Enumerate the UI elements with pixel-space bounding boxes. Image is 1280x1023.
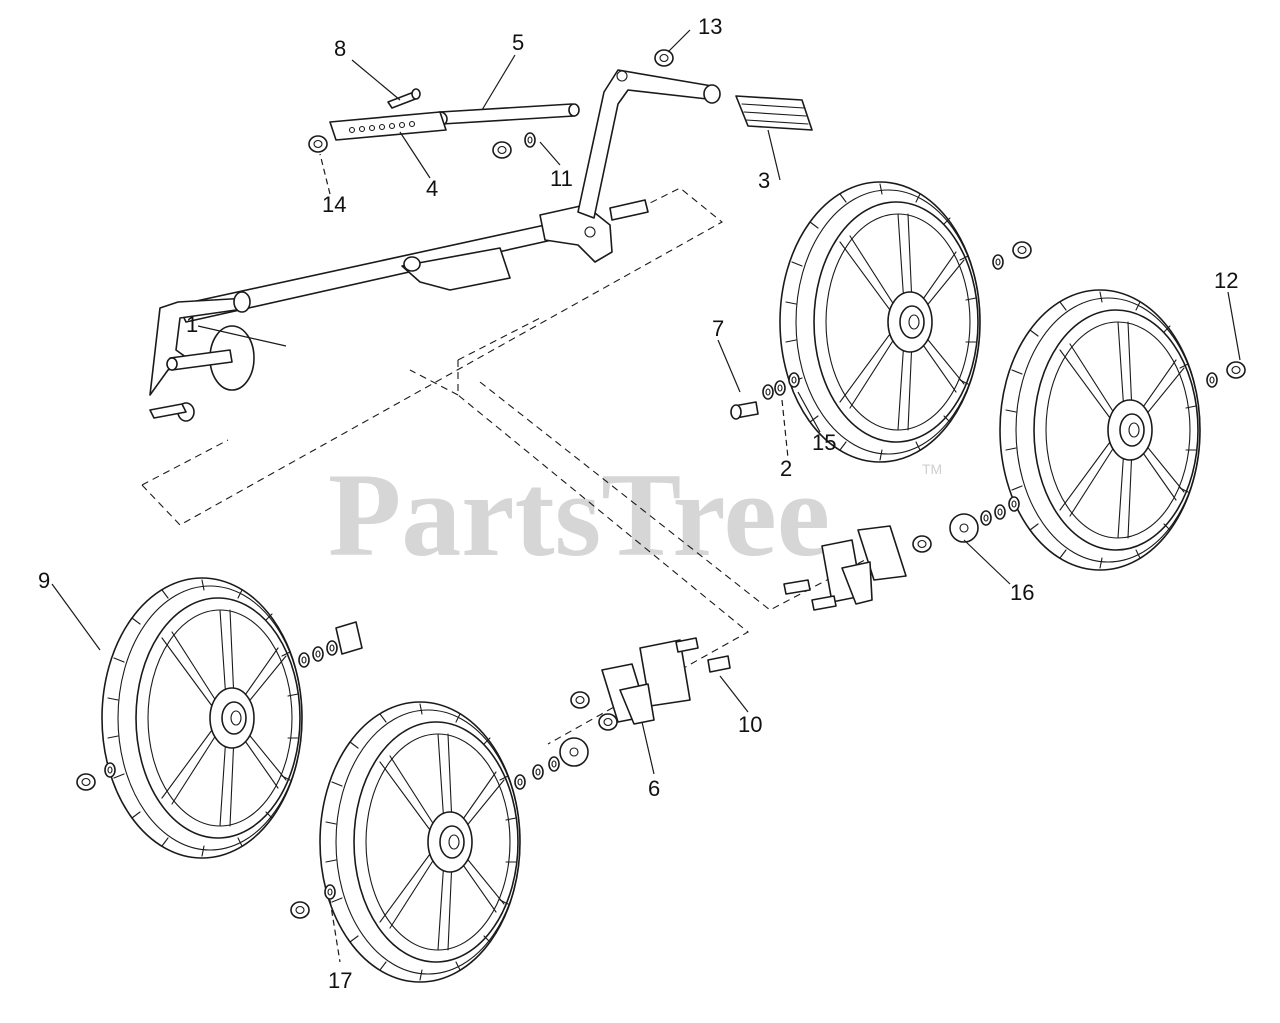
callouts: 1 2 3 4 5 6 7 8 9 10 11 12 13 14 15 16 1… xyxy=(38,14,1238,993)
nut-11a xyxy=(492,141,512,159)
spacer-16 xyxy=(912,496,1020,553)
callout-16: 16 xyxy=(1010,580,1034,605)
callout-11: 11 xyxy=(550,166,573,191)
callout-14: 14 xyxy=(322,192,346,217)
nut-12 xyxy=(1226,361,1246,379)
callout-10: 10 xyxy=(738,712,762,737)
link-rod xyxy=(432,103,580,127)
callout-5: 5 xyxy=(512,30,524,55)
callout-13: 13 xyxy=(698,14,722,39)
bracket-upper-right xyxy=(783,525,907,611)
callout-3: 3 xyxy=(758,168,770,193)
watermark-trademark: TM xyxy=(922,461,942,477)
lever-grip xyxy=(735,95,813,131)
axle-assembly xyxy=(149,199,649,422)
nut-14 xyxy=(308,135,328,153)
wheel-rear-upper xyxy=(779,181,981,463)
callout-4: 4 xyxy=(426,176,438,201)
callout-9: 9 xyxy=(38,568,50,593)
dashed-frame xyxy=(141,187,881,745)
bracket-6 xyxy=(570,637,731,731)
callout-12: 12 xyxy=(1214,268,1238,293)
bolt-8 xyxy=(387,88,421,109)
callout-6: 6 xyxy=(648,776,660,801)
callout-2: 2 xyxy=(780,456,792,481)
wheel-front-right xyxy=(319,701,521,983)
callout-17: 17 xyxy=(328,968,352,993)
washer-upper xyxy=(992,254,1004,270)
callout-15: 15 xyxy=(812,430,836,455)
adjust-bracket xyxy=(329,111,447,141)
wheel-rear-lower xyxy=(999,289,1201,571)
hardware-front-right xyxy=(290,737,589,919)
nut-upper xyxy=(1012,241,1032,259)
callout-8: 8 xyxy=(334,36,346,61)
nut-13 xyxy=(654,49,674,67)
wheel-front-left xyxy=(101,577,303,859)
watermark-brand: PartsTree xyxy=(328,448,830,581)
callout-1: 1 xyxy=(186,312,198,337)
washer-12 xyxy=(1206,372,1218,388)
hardware-7-15-2 xyxy=(730,372,800,420)
callout-7: 7 xyxy=(712,316,724,341)
washer-11b xyxy=(524,132,536,148)
height-lever xyxy=(577,69,721,219)
hardware-front-left xyxy=(76,621,363,791)
leader-lines xyxy=(51,29,1241,963)
